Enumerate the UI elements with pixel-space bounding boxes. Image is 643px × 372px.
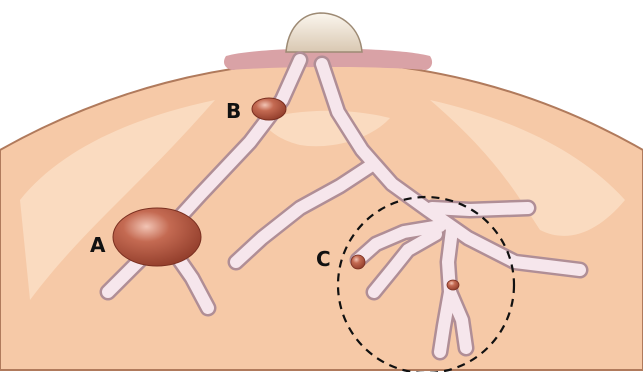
lesion-a-mass xyxy=(113,208,201,266)
label-c: C xyxy=(316,247,331,271)
lesion-c-mass-left xyxy=(351,255,365,269)
lesion-c-mass-right xyxy=(447,280,459,290)
nipple xyxy=(286,13,362,52)
label-a: A xyxy=(90,233,106,257)
breast-dome xyxy=(0,62,643,370)
label-b: B xyxy=(226,99,241,123)
lesion-b-mass xyxy=(252,98,286,120)
